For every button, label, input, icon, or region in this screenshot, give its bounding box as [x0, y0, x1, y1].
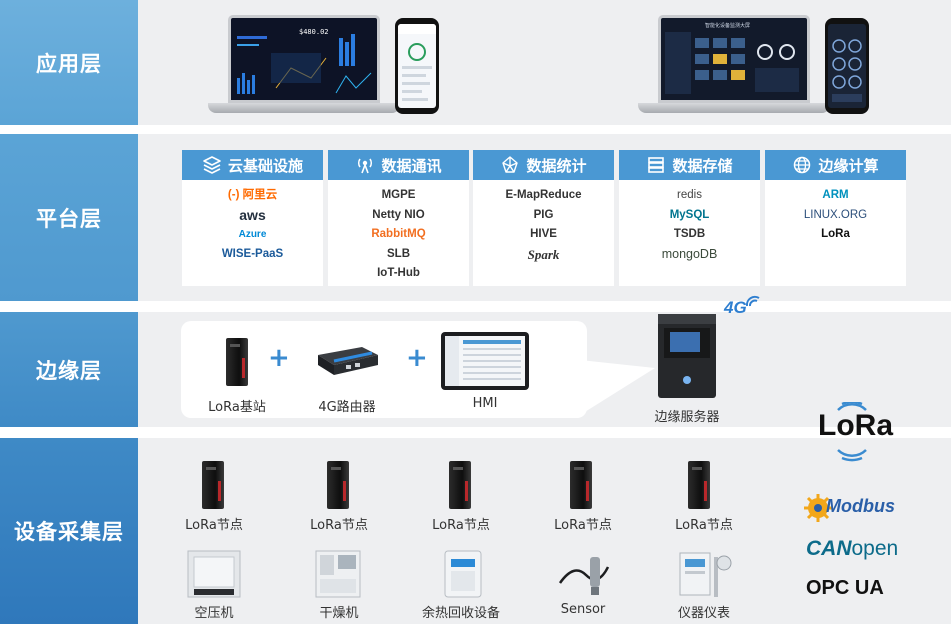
list-item: mongoDB: [661, 246, 718, 261]
edge-server-caption: 边缘服务器: [654, 410, 720, 425]
canopen-logo: CANopen: [806, 537, 898, 561]
list-item: LoRa: [821, 228, 850, 240]
equipment-caption: 余热回收设备: [421, 606, 500, 621]
list-item: aws: [239, 206, 266, 223]
platform-card-title: 云基础设施: [227, 156, 303, 175]
equipment-caption: 干燥机: [319, 606, 359, 621]
layer-label-device: 设备采集层: [0, 438, 138, 624]
platform-card-statistics: 数据统计 E-MapReduce PIG HIVE Spark: [473, 150, 614, 286]
platform-card-communication: 数据通讯 MGPE Netty NIO RabbitMQ SLB IoT-Hub: [328, 150, 469, 286]
phone-app-1: [395, 18, 439, 114]
list-item: MySQL: [669, 208, 710, 221]
edge-item-caption: LoRa基站: [208, 400, 266, 415]
layer-label-edge: 边缘层: [0, 312, 138, 427]
list-item: LINUX.ORG: [803, 208, 868, 221]
layer-label-app: 应用层: [0, 0, 138, 125]
hmi-image: [441, 332, 529, 390]
modbus-gear-icon: [804, 494, 832, 522]
list-item: RabbitMQ: [371, 228, 426, 240]
sensor-image: [558, 557, 610, 595]
lora-node-image: [570, 461, 592, 509]
air-compressor-image: [187, 550, 241, 598]
plus-icon: +: [268, 343, 290, 373]
device-layer-panel: [138, 438, 951, 624]
lora-waves-icon: [837, 402, 867, 462]
platform-card-title: 数据通讯: [381, 156, 442, 175]
equipment-caption: 仪器仪表: [677, 606, 730, 621]
phone-app-2: [825, 18, 869, 114]
node-caption: LoRa节点: [675, 518, 733, 533]
edge-server-image: [658, 314, 716, 398]
node-caption: LoRa节点: [432, 518, 490, 533]
4g-badge: 4G: [724, 298, 747, 317]
layer-label-platform: 平台层: [0, 134, 138, 301]
platform-card-title: 边缘计算: [818, 156, 879, 175]
meter-image: [679, 552, 732, 597]
list-item: PIG: [533, 208, 554, 221]
list-item: MGPE: [381, 189, 416, 201]
platform-card-storage: 数据存储 redis MySQL TSDB mongoDB: [619, 150, 760, 286]
database-icon: [648, 157, 665, 173]
platform-card-cloud: 云基础设施 (-) 阿里云 aws Azure WISE-PaaS: [182, 150, 323, 286]
list-item: Spark: [527, 246, 560, 262]
opc-ua-logo: OPC UA: [806, 577, 884, 599]
list-item: Netty NIO: [372, 208, 425, 221]
list-item: E-MapReduce: [505, 189, 582, 201]
heat-recovery-image: [444, 550, 482, 598]
list-item: (-) 阿里云: [227, 189, 278, 201]
laptop1-value: $480.02: [299, 28, 329, 36]
4g-router-image: [318, 347, 378, 375]
list-item: ARM: [822, 189, 849, 201]
lora-gateway-image: [226, 338, 248, 386]
signal-tower-icon: [358, 158, 373, 174]
globe-icon: [794, 156, 811, 174]
list-item: IoT-Hub: [377, 267, 420, 279]
node-caption: LoRa节点: [554, 518, 612, 533]
dryer-image: [315, 550, 361, 598]
network-nodes-icon: [502, 156, 519, 173]
list-item: HIVE: [530, 228, 557, 240]
list-item: Azure: [238, 229, 267, 240]
equipment-caption: 空压机: [194, 606, 234, 621]
lora-node-image: [202, 461, 224, 509]
lora-node-image: [327, 461, 349, 509]
list-item: redis: [677, 189, 702, 201]
lora-node-image: [688, 461, 710, 509]
edge-item-caption: HMI: [472, 396, 498, 411]
modbus-logo: Modbus: [826, 496, 895, 516]
edge-item-caption: 4G路由器: [318, 400, 376, 415]
callout-pointer: [580, 360, 655, 415]
wifi-signal-icon: [745, 295, 760, 307]
laptop2-title: 智能化设备监测大屏: [705, 23, 751, 29]
list-item: SLB: [387, 247, 410, 260]
lora-logo: LoRa: [818, 409, 893, 442]
list-item: TSDB: [673, 228, 706, 240]
node-caption: LoRa节点: [310, 518, 368, 533]
equipment-caption: Sensor: [560, 602, 606, 617]
lora-node-image: [449, 461, 471, 509]
list-item: WISE-PaaS: [221, 247, 284, 260]
platform-card-title: 数据存储: [672, 156, 733, 175]
platform-card-title: 数据统计: [526, 156, 587, 175]
cloud-stack-icon: [203, 156, 221, 174]
plus-icon: +: [406, 343, 428, 373]
node-caption: LoRa节点: [185, 518, 243, 533]
canopen-can-text: CAN: [806, 537, 852, 560]
canopen-open-text: open: [851, 537, 899, 560]
platform-card-edge-computing: 边缘计算 ARM LINUX.ORG LoRa: [765, 150, 906, 286]
